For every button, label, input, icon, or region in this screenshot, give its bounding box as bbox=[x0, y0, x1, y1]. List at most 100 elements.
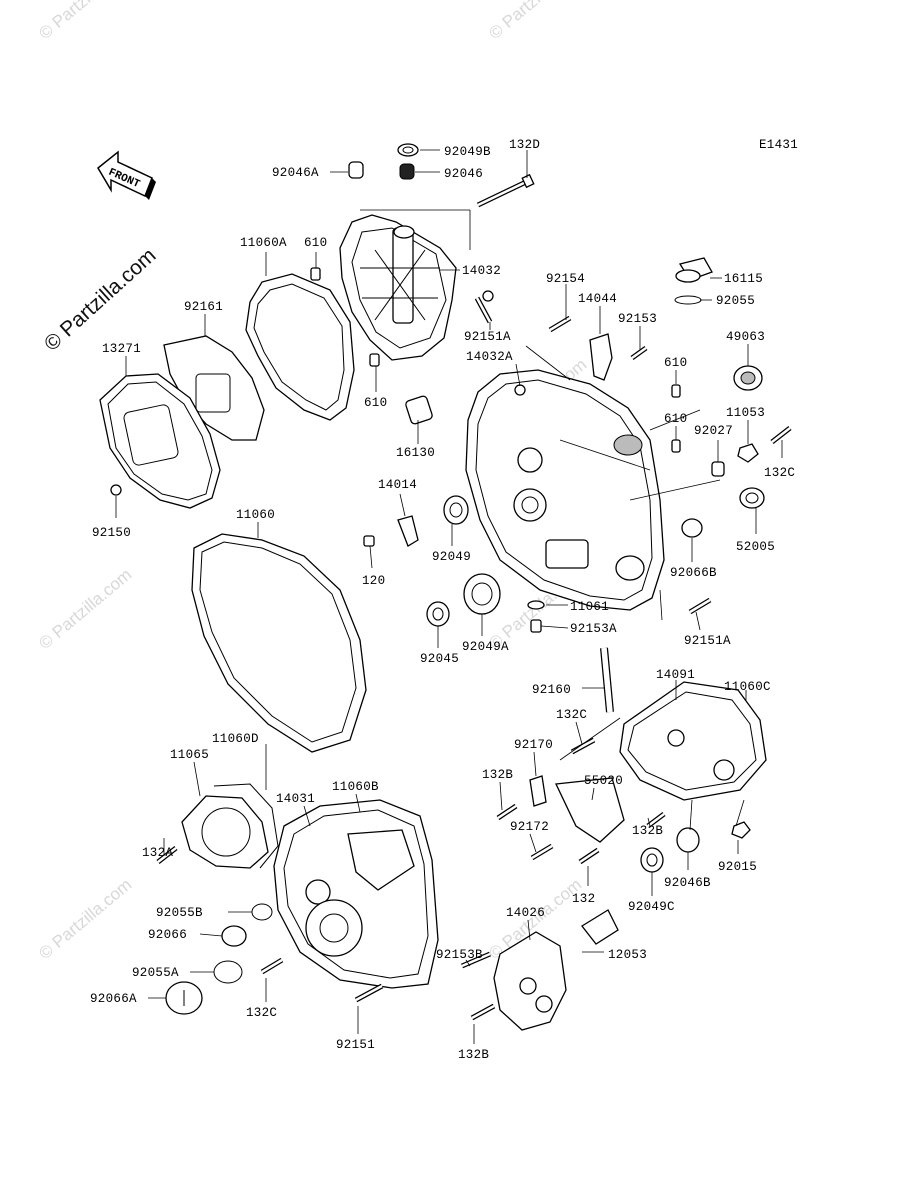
part-120 bbox=[363, 535, 375, 547]
label-11060C: 11060C bbox=[724, 680, 771, 694]
label-92066: 92066 bbox=[148, 928, 187, 942]
part-labels: 92049B 132D 92046A 92046 11060A 610 1403… bbox=[90, 138, 795, 1062]
part-92150 bbox=[110, 484, 122, 496]
part-16130 bbox=[405, 395, 433, 425]
part-92153A bbox=[530, 619, 542, 633]
label-92066A: 92066A bbox=[90, 992, 137, 1006]
part-92027 bbox=[711, 461, 725, 477]
label-11061: 11061 bbox=[570, 600, 609, 614]
part-92046 bbox=[399, 163, 415, 180]
label-120: 120 bbox=[362, 574, 385, 588]
part-610 bbox=[671, 384, 681, 398]
part-610 bbox=[671, 439, 681, 453]
label-14032: 14032 bbox=[462, 264, 501, 278]
label-14014: 14014 bbox=[378, 478, 417, 492]
label-132C: 132C bbox=[556, 708, 587, 722]
label-92046: 92046 bbox=[444, 167, 483, 181]
label-92170: 92170 bbox=[514, 738, 553, 752]
label-92027: 92027 bbox=[694, 424, 733, 438]
part-92055 bbox=[674, 295, 702, 305]
part-55020 bbox=[555, 777, 625, 843]
part-92049C bbox=[640, 847, 664, 873]
label-92172: 92172 bbox=[510, 820, 549, 834]
label-92154: 92154 bbox=[546, 272, 585, 286]
label-16115: 16115 bbox=[724, 272, 763, 286]
leader-lines bbox=[115, 149, 783, 1044]
parts-bottom bbox=[156, 647, 767, 1031]
label-92049: 92049 bbox=[432, 550, 471, 564]
label-14031: 14031 bbox=[276, 792, 315, 806]
label-11053: 11053 bbox=[726, 406, 765, 420]
label-52005: 52005 bbox=[736, 540, 775, 554]
label-132A: 132A bbox=[142, 846, 173, 860]
label-610: 610 bbox=[664, 356, 687, 370]
label-92160: 92160 bbox=[532, 683, 571, 697]
part-610 bbox=[310, 267, 321, 281]
part-92046B bbox=[676, 827, 700, 853]
watermark: © Partzilla.com bbox=[35, 0, 135, 43]
label-92151A: 92151A bbox=[684, 634, 731, 648]
part-11065 bbox=[181, 795, 269, 869]
label-132D: 132D bbox=[509, 138, 540, 152]
part-14032A bbox=[465, 369, 665, 611]
part-14031 bbox=[273, 799, 439, 989]
part-14044 bbox=[589, 333, 613, 381]
part-12053 bbox=[581, 909, 619, 945]
label-14032A: 14032A bbox=[466, 350, 513, 364]
part-92049 bbox=[443, 495, 469, 525]
label-92153: 92153 bbox=[618, 312, 657, 326]
label-92153B: 92153B bbox=[436, 948, 483, 962]
part-92066 bbox=[221, 925, 247, 947]
label-132B: 132B bbox=[458, 1048, 489, 1062]
part-11060D bbox=[213, 783, 279, 869]
part-11061 bbox=[527, 600, 545, 610]
part-11060A bbox=[245, 273, 355, 421]
part-92066B bbox=[681, 518, 703, 538]
part-14014 bbox=[397, 515, 419, 547]
label-92066B: 92066B bbox=[670, 566, 717, 580]
label-132: 132 bbox=[572, 892, 595, 906]
label-55020: 55020 bbox=[584, 774, 623, 788]
label-610: 610 bbox=[664, 412, 687, 426]
label-132B: 132B bbox=[482, 768, 513, 782]
label-14026: 14026 bbox=[506, 906, 545, 920]
part-11060 bbox=[191, 533, 367, 753]
label-92055B: 92055B bbox=[156, 906, 203, 920]
label-11060B: 11060B bbox=[332, 780, 379, 794]
label-92049B: 92049B bbox=[444, 145, 491, 159]
label-132C: 132C bbox=[246, 1006, 277, 1020]
label-92045: 92045 bbox=[420, 652, 459, 666]
parts-top-left bbox=[99, 143, 535, 509]
label-92046B: 92046B bbox=[664, 876, 711, 890]
part-92046A bbox=[348, 161, 364, 179]
parts-top-right bbox=[191, 257, 792, 753]
part-92055B bbox=[251, 903, 273, 921]
part-92055A bbox=[213, 960, 243, 984]
label-11060: 11060 bbox=[236, 508, 275, 522]
label-14091: 14091 bbox=[656, 668, 695, 682]
watermark: © Partzilla.com bbox=[485, 0, 585, 43]
part-610 bbox=[369, 353, 380, 367]
label-92161: 92161 bbox=[184, 300, 223, 314]
part-92045 bbox=[426, 601, 450, 627]
part-92015 bbox=[731, 821, 751, 839]
front-arrow-icon: FRONT bbox=[97, 150, 156, 200]
label-92151A: 92151A bbox=[464, 330, 511, 344]
label-610: 610 bbox=[304, 236, 327, 250]
watermark-main: © Partzilla.com bbox=[40, 244, 161, 356]
label-11060D: 11060D bbox=[212, 732, 259, 746]
watermark: © Partzilla.com bbox=[35, 565, 135, 653]
part-92049B bbox=[397, 143, 419, 157]
label-11065: 11065 bbox=[170, 748, 209, 762]
label-92049A: 92049A bbox=[462, 640, 509, 654]
label-92046A: 92046A bbox=[272, 166, 319, 180]
label-92015: 92015 bbox=[718, 860, 757, 874]
label-16130: 16130 bbox=[396, 446, 435, 460]
label-92153A: 92153A bbox=[570, 622, 617, 636]
label-132C: 132C bbox=[764, 466, 795, 480]
label-92055: 92055 bbox=[716, 294, 755, 308]
label-11060A: 11060A bbox=[240, 236, 287, 250]
part-11053 bbox=[737, 443, 759, 463]
part-92170 bbox=[529, 775, 547, 807]
